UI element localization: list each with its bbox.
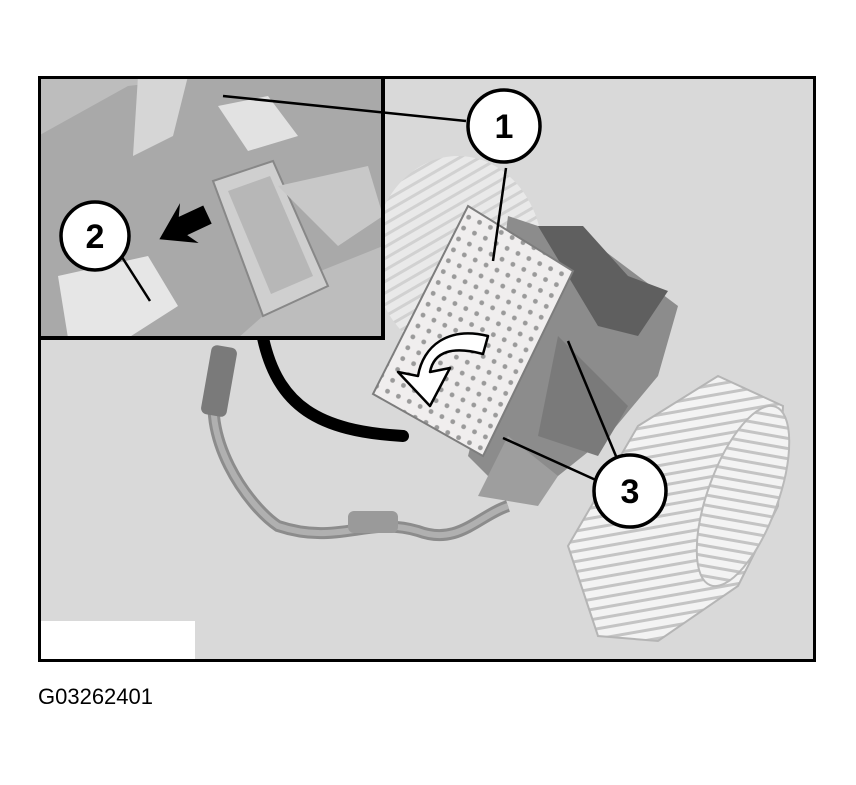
figure-id-label: G03262401	[38, 684, 153, 709]
callout-2-label: 2	[86, 218, 105, 256]
diagram-figure: 1 2 3	[38, 76, 816, 662]
clip-release-arrow	[159, 203, 212, 243]
callout-1: 1	[466, 88, 542, 164]
blower-fan-wheel	[566, 374, 791, 643]
callout-3-label: 3	[621, 473, 640, 511]
removal-direction-arrow	[396, 332, 490, 408]
callout-2: 2	[59, 200, 131, 272]
callout-3: 3	[592, 453, 668, 529]
diagram-svg: 1 2 3	[38, 76, 816, 662]
figure-border	[38, 76, 816, 662]
leader-lines	[118, 94, 620, 483]
inset-tether	[257, 332, 409, 442]
blank-label-area	[38, 621, 195, 662]
callout-1-label: 1	[495, 108, 514, 146]
wiring-harness	[201, 345, 511, 542]
